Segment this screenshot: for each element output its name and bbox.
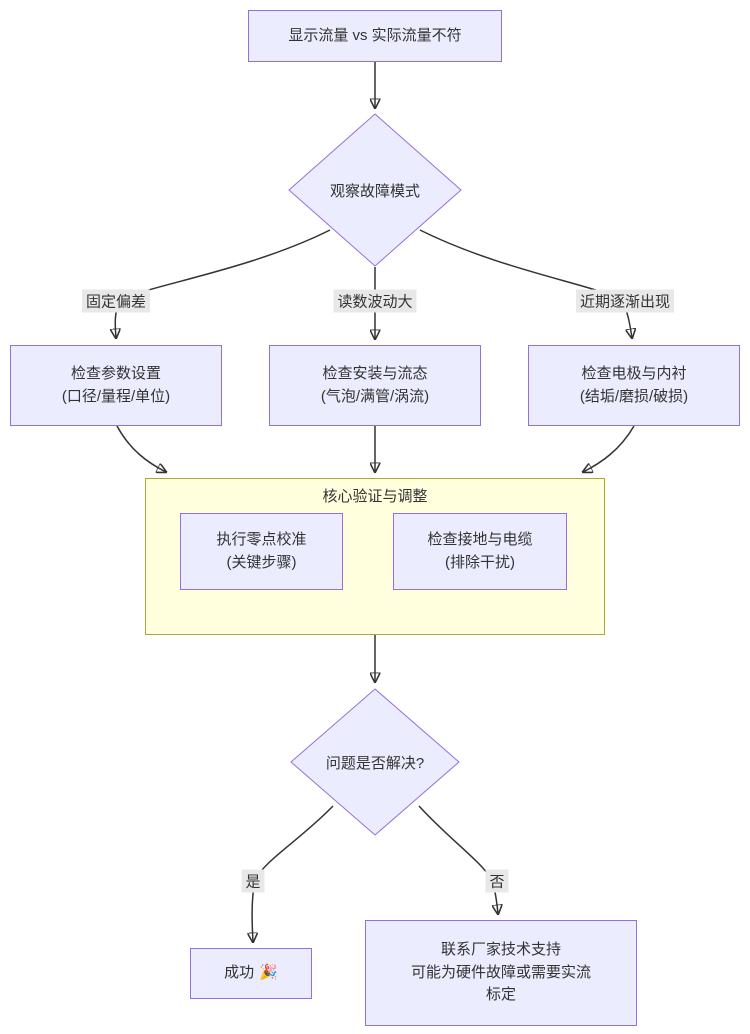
node-check-params: 检查参数设置 (口径/量程/单位) [10,345,222,426]
diamond-shape [288,113,462,267]
edge-label-no: 否 [485,869,509,893]
node-zero-calibration-label: 执行零点校准 (关键步骤) [216,531,307,571]
party-popper-icon: 🎉 [259,964,278,982]
decision-resolved-label: 问题是否解决? [325,754,425,772]
node-start-label: 显示流量 vs 实际流量不符 [288,26,462,44]
node-contact-support: 联系厂家技术支持 可能为硬件故障或需要实流 标定 [365,920,637,1026]
edge-label-yes: 是 [241,869,265,893]
node-contact-support-label: 联系厂家技术支持 可能为硬件故障或需要实流 标定 [410,941,591,1004]
node-check-electrode-label: 检查电极与内衬 (结垢/磨损/破损) [579,365,689,405]
decision-resolved: 问题是否解决? [290,688,460,836]
node-check-electrode: 检查电极与内衬 (结垢/磨损/破损) [528,345,740,426]
cluster-core-verification-title: 核心验证与调整 [322,488,428,505]
node-success-label: 成功 [224,964,255,982]
decision-observe-mode-label: 观察故障模式 [329,182,420,200]
node-ground-cable-label: 检查接地与电缆 (排除干扰) [427,531,533,571]
node-check-install: 检查安装与流态 (气泡/满管/涡流) [269,345,481,426]
node-success: 成功 🎉 [190,948,312,999]
node-check-install-label: 检查安装与流态 (气泡/满管/涡流) [320,365,430,405]
edge-label-fluctuating: 读数波动大 [333,289,417,313]
node-start: 显示流量 vs 实际流量不符 [248,10,502,62]
edge-electrode-cluster [583,425,635,472]
node-zero-calibration: 执行零点校准 (关键步骤) [180,513,343,590]
decision-observe-mode: 观察故障模式 [288,113,462,267]
node-ground-cable: 检查接地与电缆 (排除干扰) [393,513,567,590]
edge-label-gradual: 近期逐渐出现 [575,289,675,313]
node-check-params-label: 检查参数设置 (口径/量程/单位) [61,365,171,405]
diamond-shape [290,688,460,836]
edge-params-cluster [116,425,166,472]
edge-label-fixed-bias: 固定偏差 [81,289,151,313]
